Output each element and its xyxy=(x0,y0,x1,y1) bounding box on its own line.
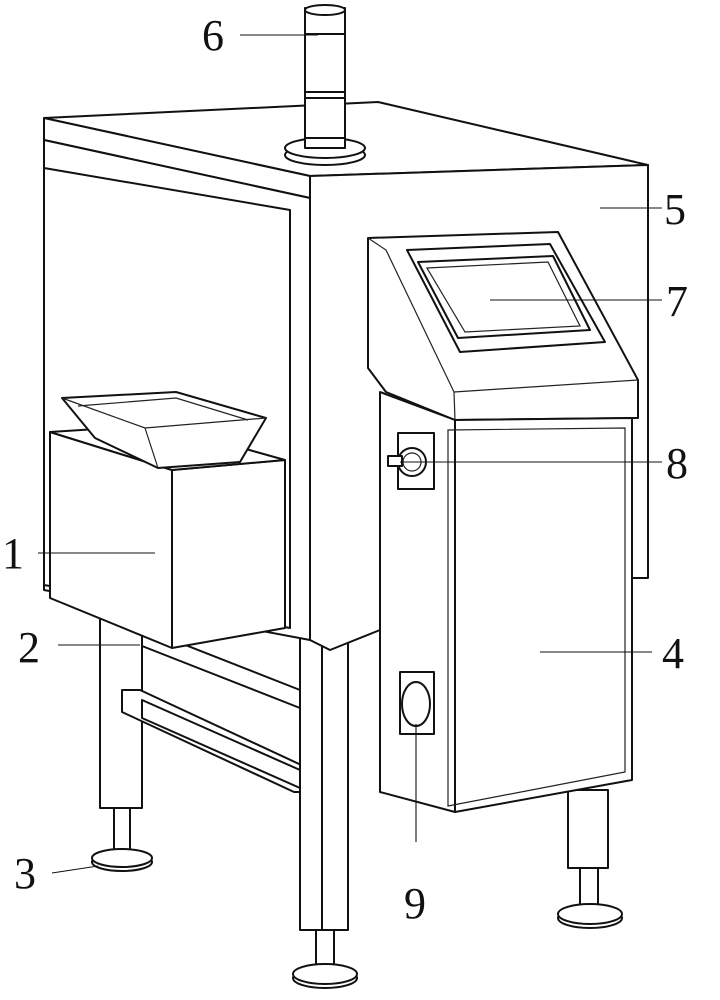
label-6: 6 xyxy=(202,11,224,60)
signal-tower-light xyxy=(284,4,366,166)
support-frame xyxy=(99,617,349,931)
part-labels: 1 2 3 4 5 6 7 8 9 xyxy=(2,11,688,928)
leader-lines xyxy=(38,34,662,874)
feed-box xyxy=(49,391,286,649)
label-3: 3 xyxy=(14,849,36,898)
label-2: 2 xyxy=(18,623,40,672)
label-7: 7 xyxy=(666,277,688,326)
adjustable-feet xyxy=(91,789,623,989)
push-button xyxy=(399,671,435,735)
label-5: 5 xyxy=(664,185,686,234)
label-8: 8 xyxy=(666,439,688,488)
electrical-cabinet xyxy=(379,391,633,813)
label-1: 1 xyxy=(2,529,24,578)
label-9: 9 xyxy=(404,879,426,928)
touch-screen xyxy=(406,243,606,353)
label-4: 4 xyxy=(662,629,684,678)
rotary-switch xyxy=(387,432,435,490)
